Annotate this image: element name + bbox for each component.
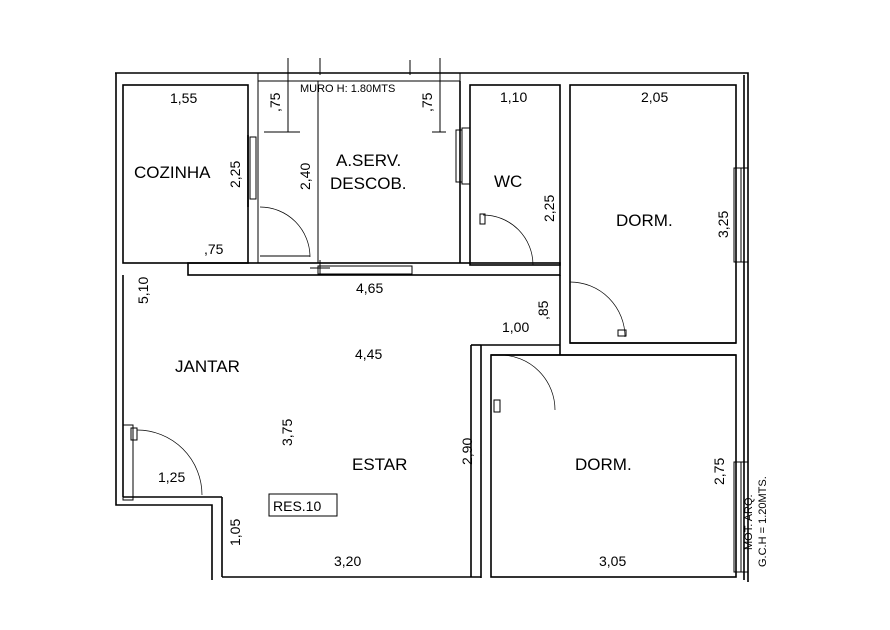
notes: MURO H: 1.80MTS RES.10 MOT. ARQ. G.C.H =…: [268, 83, 769, 567]
reference-box: [268, 493, 338, 517]
door-cozinha: [259, 206, 311, 258]
door-entry: [136, 429, 203, 496]
dim-estar-width: 3,20: [334, 553, 361, 569]
dim-estar-depth: 3,75: [279, 419, 295, 446]
dim-hall-width: 4,65: [356, 280, 383, 296]
room-labels: COZINHA A.SERV. DESCOB. WC DORM. DORM. J…: [134, 151, 673, 474]
dim-cozinha-depth: 2,25: [227, 161, 243, 188]
wall-hall: [187, 262, 561, 276]
dim-dorm-door: 1,00: [502, 319, 529, 335]
room-estar: ESTAR: [352, 455, 407, 474]
dim-cozinha-width: 1,55: [170, 90, 197, 106]
dim-entry-door: 1,25: [158, 469, 185, 485]
room-dorm-1: DORM.: [616, 211, 673, 230]
door-dorm-2: [499, 354, 556, 411]
door-dorm-1: [569, 281, 626, 338]
dim-wall-depth: 2,90: [459, 438, 475, 465]
note-reference: RES.10: [273, 498, 321, 514]
note-side-1: MOT. ARQ.: [743, 494, 755, 550]
dim-wc-width: 1,10: [500, 89, 527, 105]
note-side-2: G.C.H = 1.20MTS.: [757, 476, 769, 567]
outer-wall: [115, 72, 749, 582]
dim-hall-step: ,85: [535, 300, 551, 320]
markers: [264, 58, 446, 275]
wall-dorm-2: [490, 354, 737, 578]
room-dorm-2: DORM.: [575, 455, 632, 474]
dimension-labels: 1,55 2,25 ,75 ,75 2,40 1,10 2,25 2,05 3,…: [135, 89, 731, 569]
dim-dorm2-depth: 2,75: [711, 458, 727, 485]
room-aserv-line2: DESCOB.: [330, 174, 407, 193]
dim-service-depth: 2,40: [297, 163, 313, 190]
doors: [130, 206, 627, 496]
dim-living-depth: 5,10: [135, 277, 151, 304]
door-wc: [482, 214, 534, 266]
dim-dorm1-width: 2,05: [641, 89, 668, 105]
dim-dorm1-depth: 3,25: [715, 211, 731, 238]
dim-dorm2-width: 3,05: [599, 553, 626, 569]
dim-wc-depth: 2,25: [541, 195, 557, 222]
room-jantar: JANTAR: [175, 357, 240, 376]
dim-entry-depth: 1,05: [227, 519, 243, 546]
dim-living-width: 4,45: [355, 346, 382, 362]
dim-service-door-right: ,75: [419, 92, 435, 112]
walls: [115, 72, 749, 582]
note-wall-height: MURO H: 1.80MTS: [300, 83, 395, 95]
dim-service-door-left: ,75: [267, 92, 283, 112]
room-cozinha: COZINHA: [134, 163, 211, 182]
room-wc: WC: [494, 172, 522, 191]
room-aserv-line1: A.SERV.: [336, 151, 401, 170]
dim-kitchen-opening: ,75: [204, 241, 224, 257]
